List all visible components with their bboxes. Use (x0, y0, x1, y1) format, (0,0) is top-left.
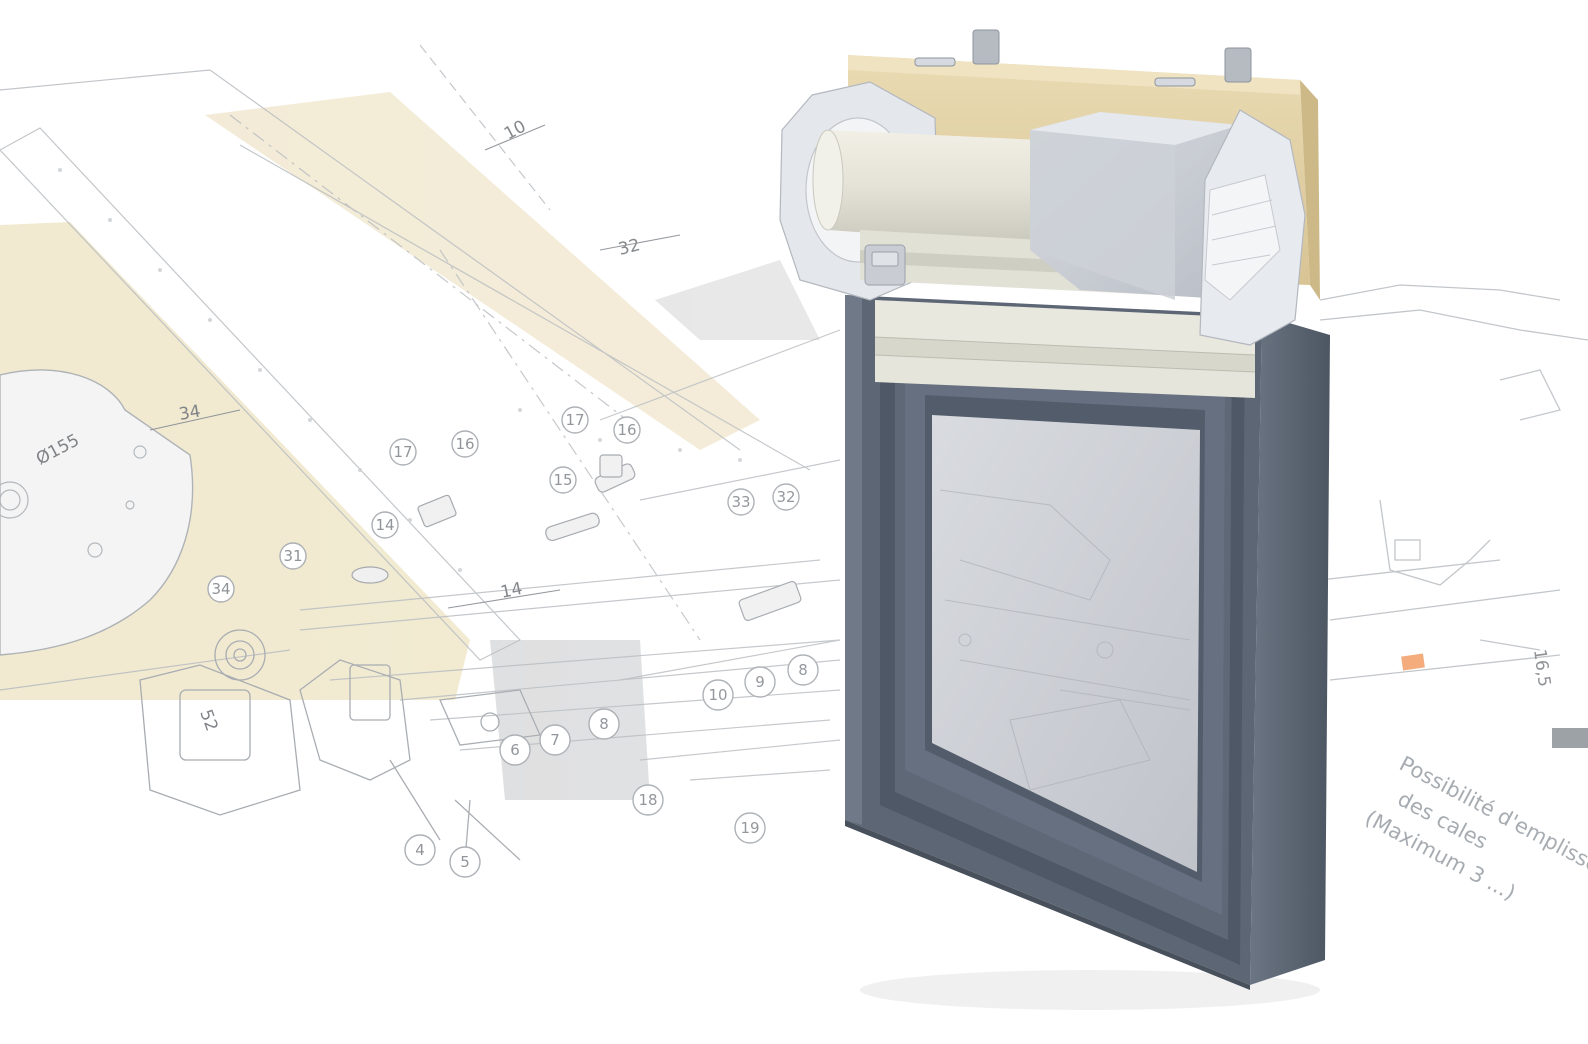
mounting-brackets (914, 29, 1252, 87)
window-roller-shutter (779, 29, 1330, 1010)
clip-bracket (864, 244, 906, 286)
roller-housing (779, 29, 1320, 346)
glass-pane (932, 415, 1200, 872)
roller-tube (828, 130, 1040, 245)
shutter-slats (874, 300, 1256, 398)
